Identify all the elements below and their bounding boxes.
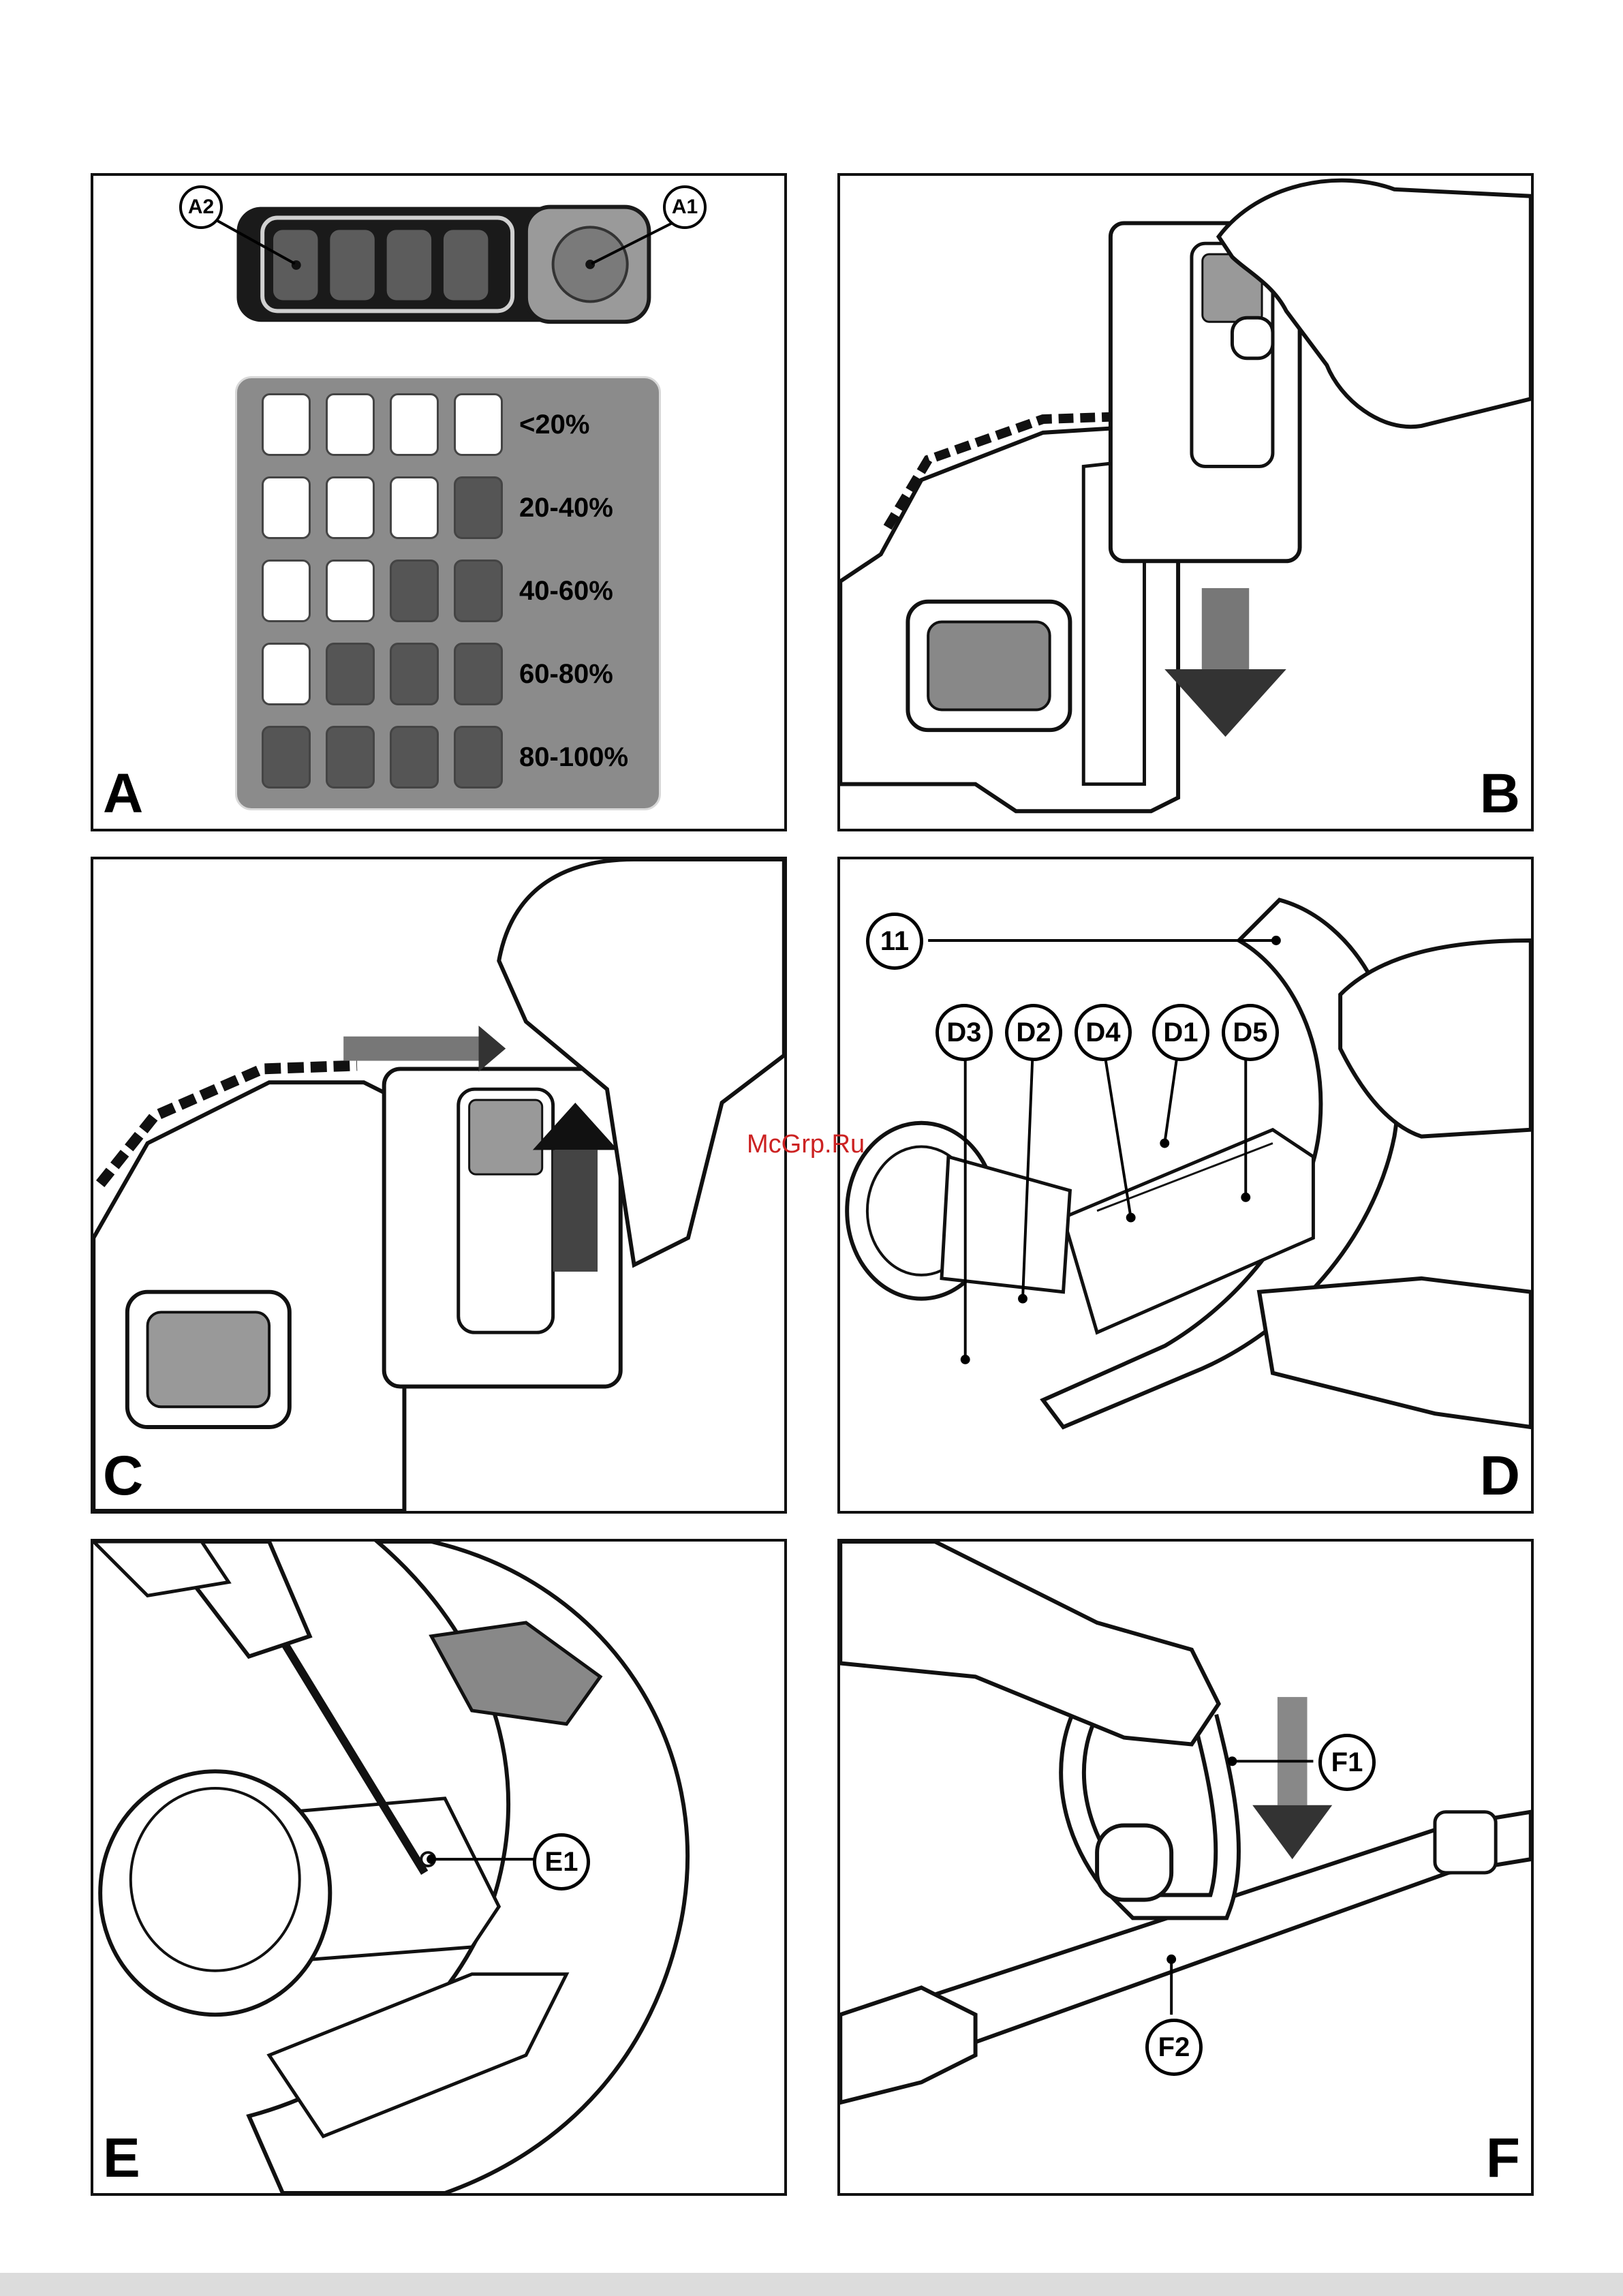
indicator-cell <box>454 393 503 456</box>
charge-level-label: 20-40% <box>519 493 613 523</box>
indicator-cell <box>454 643 503 705</box>
charge-level-row: 40-60% <box>262 557 613 625</box>
panel-c: C <box>91 857 787 1514</box>
panel-label: C <box>103 1448 143 1504</box>
charge-level-row: 20-40% <box>262 474 613 542</box>
indicator-cell <box>262 726 311 789</box>
handle-fitting-illustration <box>840 1542 1531 2193</box>
charge-level-label: <20% <box>519 410 589 440</box>
panel-label: E <box>103 2130 140 2186</box>
indicator-cell <box>390 560 439 622</box>
indicator-cell <box>454 726 503 789</box>
panel-d: 11 D3 D2 D4 D1 D5 D <box>837 857 1534 1514</box>
callout-11: 11 <box>866 913 923 970</box>
charge-level-legend: <20% 20-40% 40-60% 60-80% <box>235 376 661 810</box>
indicator-cell <box>326 643 375 705</box>
callout-f1: F1 <box>1318 1734 1376 1791</box>
charge-level-row: 80-100% <box>262 723 628 791</box>
indicator-cell <box>262 476 311 539</box>
panel-label: F <box>1486 2130 1520 2186</box>
guard-fitting-illustration <box>840 859 1531 1511</box>
callout-d4: D4 <box>1075 1004 1132 1061</box>
indicator-cell <box>262 560 311 622</box>
indicator-cell <box>326 560 375 622</box>
charge-level-row: 60-80% <box>262 640 613 708</box>
indicator-cell <box>326 476 375 539</box>
indicator-cell <box>390 393 439 456</box>
indicator-cell <box>454 560 503 622</box>
indicator-cell <box>262 393 311 456</box>
callout-d2: D2 <box>1005 1004 1062 1061</box>
indicator-cell <box>454 476 503 539</box>
charge-level-row: <20% <box>262 391 589 459</box>
indicator-cell <box>262 643 311 705</box>
panel-e: E1 E <box>91 1539 787 2196</box>
panel-label: A <box>103 766 143 822</box>
indicator-cell <box>390 726 439 789</box>
charge-level-label: 40-60% <box>519 576 613 607</box>
guard-screw-illustration <box>93 1542 784 2193</box>
bottom-bar <box>0 2273 1623 2296</box>
callout-d5: D5 <box>1222 1004 1279 1061</box>
panel-label: B <box>1480 766 1520 822</box>
callout-d1: D1 <box>1152 1004 1209 1061</box>
panel-b: B <box>837 173 1534 831</box>
indicator-cell <box>390 643 439 705</box>
indicator-cell <box>326 726 375 789</box>
indicator-cell <box>326 393 375 456</box>
charge-level-label: 80-100% <box>519 742 628 773</box>
panel-f: F1 F2 F <box>837 1539 1534 2196</box>
watermark: McGrp.Ru <box>747 1130 865 1159</box>
panel-a: A2 A1 <20% 20-40% 40-60% <box>91 173 787 831</box>
indicator-cell <box>390 476 439 539</box>
battery-insertion-illustration <box>840 176 1531 829</box>
callout-d3: D3 <box>936 1004 993 1061</box>
callout-e1: E1 <box>533 1833 590 1891</box>
charge-level-label: 60-80% <box>519 659 613 690</box>
battery-removal-illustration <box>93 859 784 1511</box>
panel-label: D <box>1480 1448 1520 1504</box>
callout-a2: A2 <box>179 185 223 229</box>
callout-f2: F2 <box>1145 2019 1203 2076</box>
callout-a1: A1 <box>663 185 707 229</box>
